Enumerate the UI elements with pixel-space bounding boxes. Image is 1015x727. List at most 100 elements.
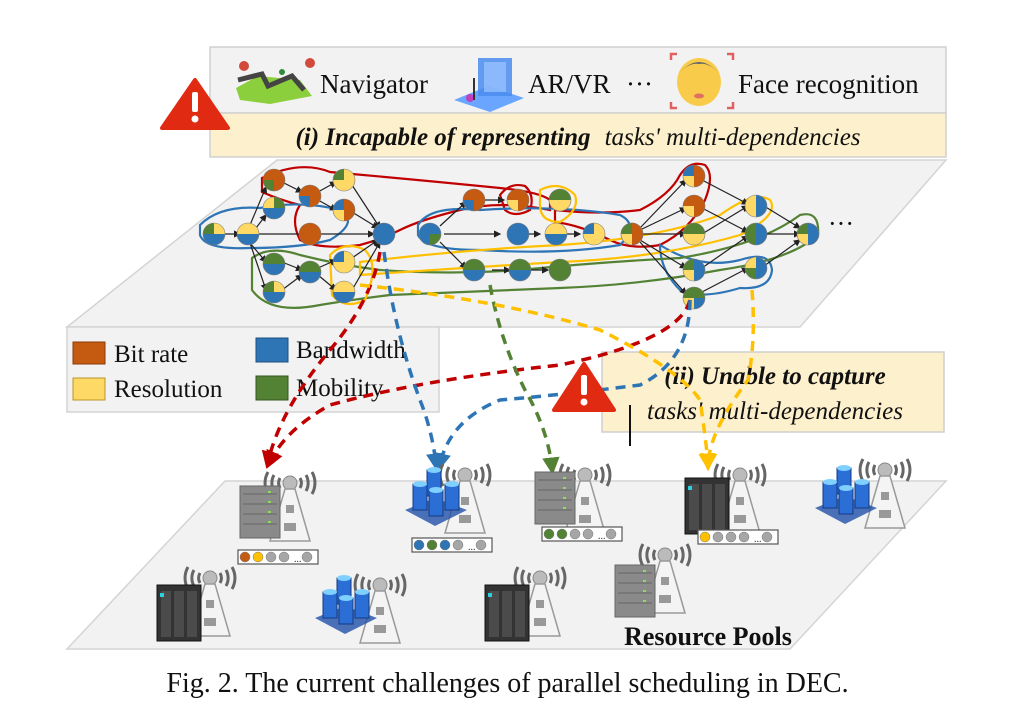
task-node-border bbox=[262, 252, 286, 276]
task-node-quadrant bbox=[549, 200, 560, 211]
task-node-quadrant bbox=[333, 281, 344, 292]
task-node bbox=[332, 168, 356, 192]
task-node-border bbox=[682, 164, 706, 188]
task-queue-ellipsis: ... bbox=[754, 534, 762, 545]
map-navigation-icon bbox=[236, 58, 315, 104]
challenge-2-box: (ii) Unable to capture tasks' multi-depe… bbox=[601, 351, 945, 446]
task-node-quadrant bbox=[683, 176, 694, 187]
task-node-quadrant bbox=[560, 270, 571, 281]
task-node-border bbox=[462, 258, 486, 282]
task-node-quadrant bbox=[274, 253, 285, 264]
data-cluster-icon bbox=[315, 575, 377, 634]
task-node-quadrant bbox=[560, 259, 571, 270]
task-node-quadrant bbox=[594, 234, 605, 245]
task-nodes bbox=[202, 164, 820, 310]
legend-swatch-resolution bbox=[72, 377, 106, 401]
task-node-border bbox=[236, 222, 260, 246]
server-rack-icon bbox=[156, 584, 202, 642]
task-node-quadrant bbox=[745, 268, 756, 279]
resource-pools-label: Resource Pools bbox=[624, 622, 792, 651]
server-rack-icon bbox=[484, 584, 530, 642]
task-queue-slot bbox=[556, 528, 568, 540]
task-node bbox=[262, 280, 286, 304]
task-node-quadrant bbox=[463, 270, 474, 281]
app-label-ar-vr: AR/VR bbox=[528, 69, 611, 99]
task-node-quadrant bbox=[373, 234, 384, 245]
task-node-quadrant bbox=[507, 234, 518, 245]
task-node-quadrant bbox=[694, 287, 705, 298]
task-node-border bbox=[682, 258, 706, 282]
legend-label-bit-rate: Bit rate bbox=[114, 341, 188, 368]
data-cluster-icon bbox=[405, 467, 467, 526]
task-node-quadrant bbox=[560, 200, 571, 211]
task-node-quadrant bbox=[263, 169, 274, 180]
task-queue-slot bbox=[543, 528, 555, 540]
task-node bbox=[508, 258, 532, 282]
task-node-quadrant bbox=[474, 259, 485, 270]
task-node-quadrant bbox=[756, 268, 767, 279]
task-node-border bbox=[298, 184, 322, 208]
task-queue-slot bbox=[452, 539, 464, 551]
task-node-border bbox=[262, 168, 286, 192]
task-queue-slot bbox=[239, 551, 251, 563]
task-node-quadrant bbox=[549, 259, 560, 270]
task-node bbox=[462, 188, 486, 212]
mapping-arrow-yellow-1 bbox=[359, 283, 716, 471]
task-node-quadrant bbox=[545, 223, 556, 234]
task-queue-slot bbox=[699, 531, 711, 543]
task-node-quadrant bbox=[621, 234, 632, 245]
task-node bbox=[462, 258, 486, 282]
task-node-quadrant bbox=[632, 223, 643, 234]
legend-label-bandwidth: Bandwidth bbox=[296, 337, 406, 364]
task-queues: ............ bbox=[237, 526, 779, 565]
task-node-quadrant bbox=[419, 234, 430, 245]
challenge-2-line-2: tasks' multi-dependencies bbox=[647, 398, 903, 425]
task-node-quadrant bbox=[808, 234, 819, 245]
task-node-quadrant bbox=[263, 208, 274, 219]
task-node-quadrant bbox=[344, 180, 355, 191]
task-queue-slot bbox=[265, 551, 277, 563]
mapping-arrow-blue-1 bbox=[382, 251, 444, 471]
task-node-quadrant bbox=[263, 281, 274, 292]
task-node bbox=[332, 280, 356, 304]
task-node-quadrant bbox=[299, 272, 310, 283]
task-node-quadrant bbox=[384, 223, 395, 234]
task-node-border bbox=[332, 250, 356, 274]
task-node-quadrant bbox=[694, 259, 705, 270]
task-node bbox=[682, 164, 706, 188]
task-node-quadrant bbox=[299, 261, 310, 272]
task-node-quadrant bbox=[237, 223, 248, 234]
task-node-border bbox=[332, 168, 356, 192]
task-node-quadrant bbox=[373, 223, 384, 234]
task-node-quadrant bbox=[333, 292, 344, 303]
task-node-quadrant bbox=[549, 189, 560, 200]
task-node bbox=[682, 258, 706, 282]
task-node-quadrant bbox=[214, 223, 225, 234]
task-node-quadrant bbox=[248, 223, 259, 234]
task-node-quadrant bbox=[310, 223, 321, 234]
group-outline-yellow-2 bbox=[538, 184, 578, 224]
task-node-quadrant bbox=[683, 195, 694, 206]
task-node-quadrant bbox=[333, 262, 344, 273]
task-queue-slot bbox=[712, 531, 724, 543]
task-node-quadrant bbox=[263, 253, 274, 264]
task-node bbox=[744, 256, 768, 280]
task-node-border bbox=[332, 198, 356, 222]
challenge-1-bold: (i) Incapable of representing bbox=[295, 124, 590, 151]
legend: Bit rate Bandwidth Resolution Mobility bbox=[66, 326, 440, 413]
task-node-quadrant bbox=[274, 281, 285, 292]
task-node-border bbox=[506, 222, 530, 246]
task-node-quadrant bbox=[694, 165, 705, 176]
task-node-quadrant bbox=[509, 259, 520, 270]
server-rack-icon bbox=[684, 477, 730, 535]
apps-ellipsis: ··· bbox=[626, 69, 653, 99]
ar-vr-icon bbox=[454, 58, 524, 112]
task-node-border bbox=[508, 258, 532, 282]
task-node-quadrant bbox=[333, 199, 344, 210]
mapping-arrow-red-1 bbox=[261, 251, 382, 469]
warning-icon bbox=[552, 362, 616, 412]
task-node-border bbox=[462, 188, 486, 212]
task-node bbox=[744, 222, 768, 246]
task-node-border bbox=[262, 280, 286, 304]
task-node bbox=[298, 222, 322, 246]
